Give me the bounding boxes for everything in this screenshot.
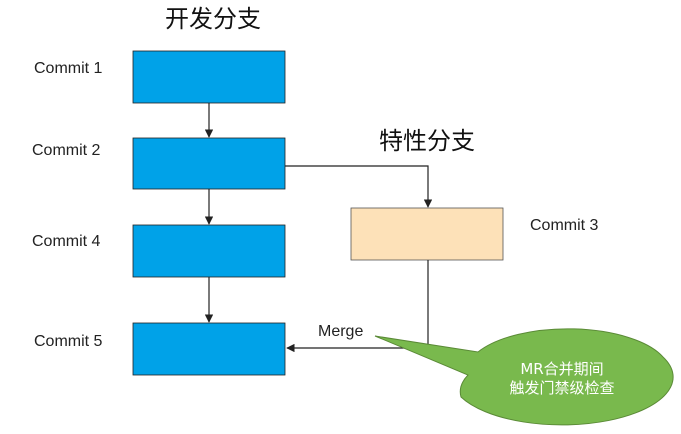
- develop-branch-title: 开发分支: [165, 5, 261, 33]
- commit-3-label: Commit 3: [530, 217, 599, 234]
- commit-2-box: [132, 137, 286, 190]
- gate-check-callout: [374, 328, 674, 426]
- arrow-c2-to-c3: [285, 165, 433, 208]
- commit-1-box: [132, 50, 286, 104]
- feature-branch-title: 特性分支: [379, 127, 475, 155]
- callout-line-2: 触发门禁级检查: [509, 379, 614, 397]
- commit-1-label: Commit 1: [34, 60, 103, 77]
- commit-4-label: Commit 4: [32, 233, 101, 250]
- commit-5-label: Commit 5: [34, 333, 103, 350]
- merge-label: Merge: [318, 323, 363, 340]
- commit-2-label: Commit 2: [32, 142, 101, 159]
- commit-4-box: [132, 224, 286, 278]
- callout-line-1: MR合并期间: [520, 360, 603, 378]
- commit-5-box: [132, 322, 286, 376]
- commit-3-box: [350, 207, 504, 261]
